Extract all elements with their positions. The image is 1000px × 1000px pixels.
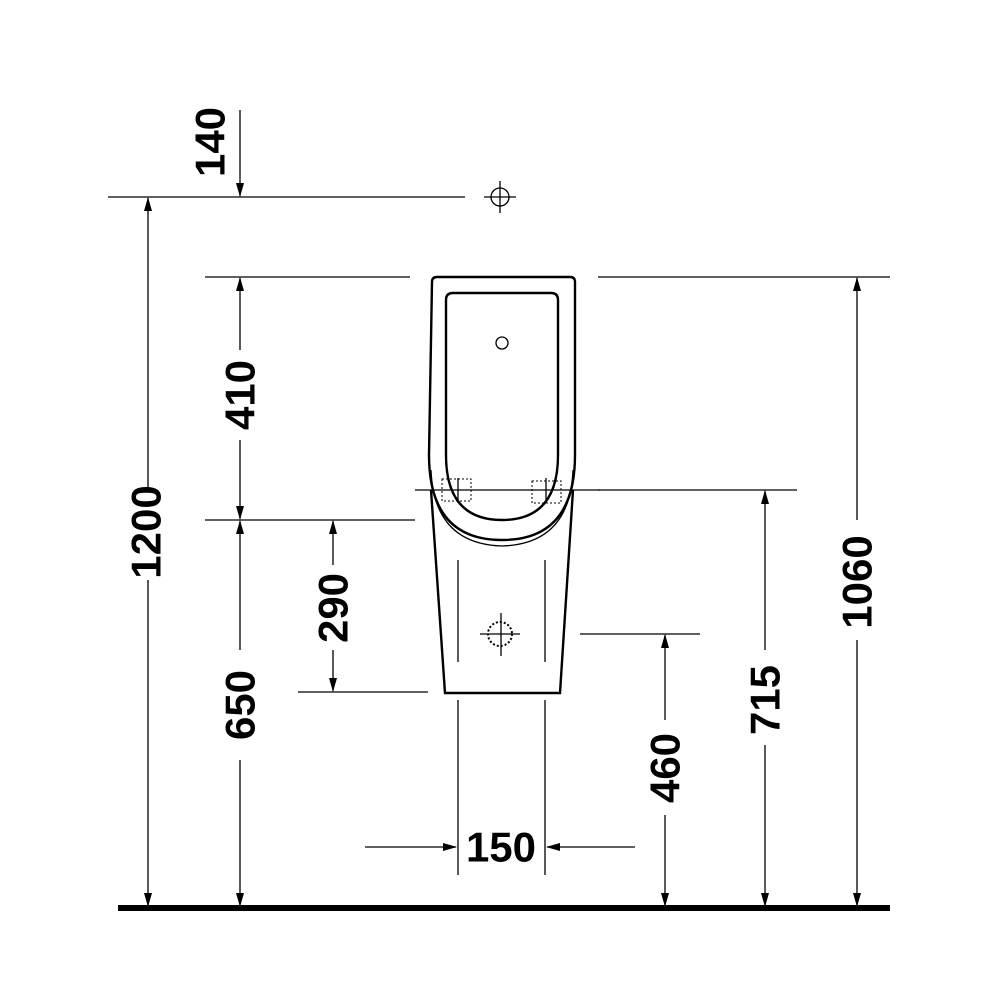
dim-650: 650 (217, 670, 264, 740)
dim-150: 150 (466, 824, 536, 871)
dim-1060: 1060 (834, 535, 881, 628)
extension-lines (108, 196, 890, 875)
dim-715: 715 (742, 665, 789, 735)
urinal-outline (427, 275, 577, 695)
dim-460: 460 (642, 733, 689, 803)
dimension-arrows (144, 110, 861, 907)
dim-410: 410 (217, 360, 264, 430)
supply-connection-crosshair-icon (484, 181, 516, 213)
dim-140: 140 (187, 107, 234, 177)
dim-290: 290 (310, 573, 357, 643)
dim-1200: 1200 (123, 485, 170, 578)
